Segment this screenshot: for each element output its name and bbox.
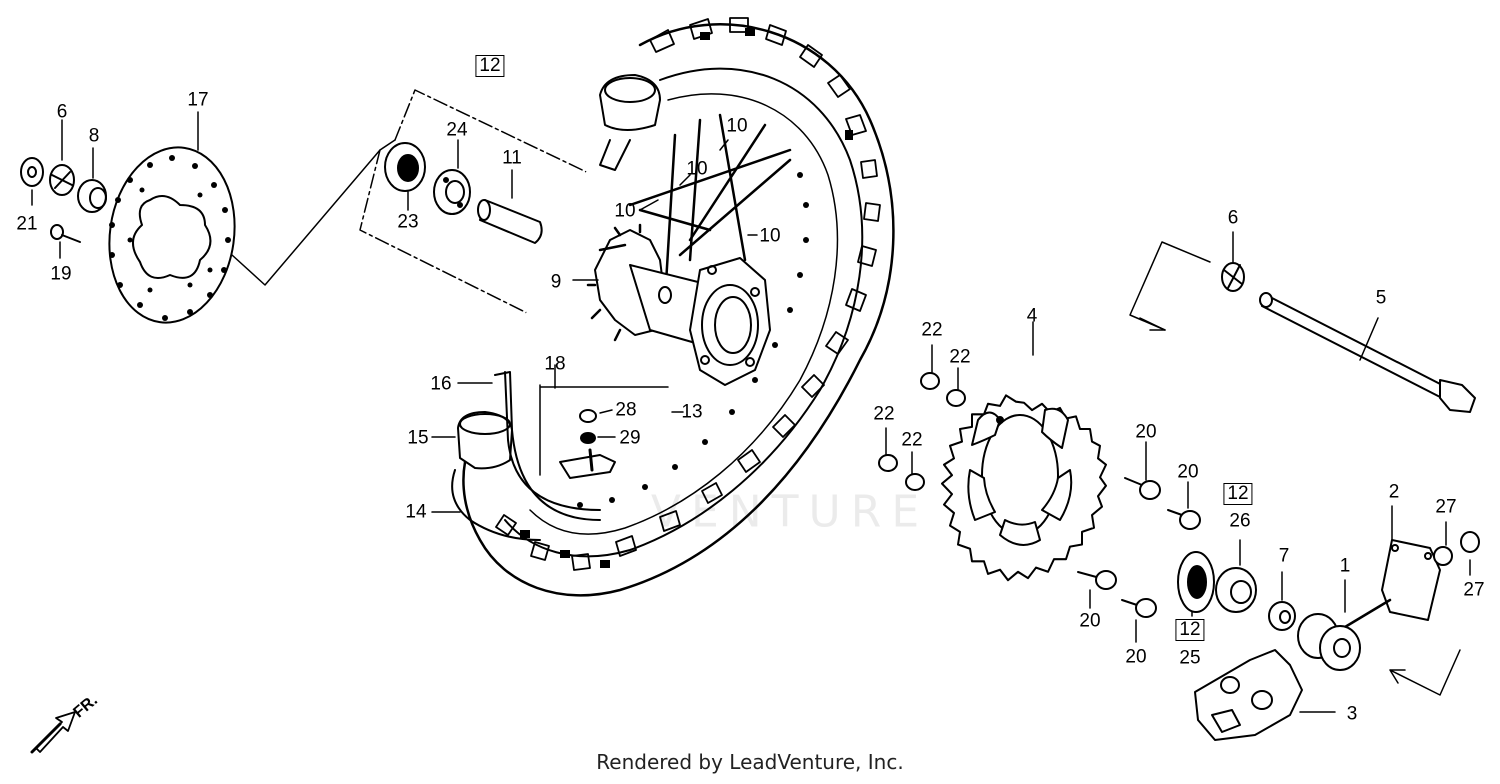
tube-valve-15 bbox=[457, 411, 513, 470]
nut-21 bbox=[20, 157, 44, 187]
callout-9: 9 bbox=[550, 271, 562, 293]
callout-8: 8 bbox=[88, 125, 100, 147]
callout-10-c: 10 bbox=[614, 200, 636, 222]
callout-20-d: 20 bbox=[1125, 646, 1147, 668]
chain-puller-plate bbox=[1194, 649, 1303, 741]
callout-7: 7 bbox=[1278, 545, 1290, 567]
tube-top bbox=[599, 74, 661, 171]
collar-8 bbox=[77, 179, 107, 213]
bearing-24 bbox=[433, 169, 471, 215]
callout-6-axle: 6 bbox=[1227, 207, 1239, 229]
callout-22-d: 22 bbox=[901, 429, 923, 451]
callout-5: 5 bbox=[1375, 287, 1387, 309]
rim-band-14 bbox=[451, 469, 541, 541]
callout-17: 17 bbox=[187, 89, 209, 111]
valve-stem-16 bbox=[494, 371, 601, 521]
callout-27-a: 27 bbox=[1435, 496, 1457, 518]
callout-6: 6 bbox=[56, 101, 68, 123]
front-direction-arrow bbox=[30, 711, 76, 754]
nut-27 bbox=[1433, 531, 1480, 566]
brake-disc bbox=[108, 146, 236, 324]
chain-adjuster bbox=[1297, 539, 1441, 671]
callout-10-d: 10 bbox=[759, 225, 781, 247]
callout-29: 29 bbox=[619, 427, 641, 449]
footer-credit: Rendered by LeadVenture, Inc. bbox=[596, 750, 904, 774]
bearing-23 bbox=[384, 142, 426, 192]
callout-10-b: 10 bbox=[686, 158, 708, 180]
callout-11: 11 bbox=[502, 147, 522, 169]
watermark: VENTURE bbox=[650, 486, 930, 538]
callout-22-b: 22 bbox=[949, 346, 971, 368]
callout-19: 19 bbox=[50, 263, 72, 285]
collar-26 bbox=[1215, 567, 1257, 613]
callout-21: 21 bbox=[16, 213, 38, 235]
bolt-20 bbox=[1077, 477, 1201, 618]
callout-4: 4 bbox=[1026, 305, 1038, 327]
distance-collar-11 bbox=[477, 199, 543, 244]
rear-hub bbox=[586, 223, 771, 386]
callout-20-a: 20 bbox=[1135, 421, 1157, 443]
callout-10-a: 10 bbox=[726, 115, 748, 137]
callout-20-c: 20 bbox=[1079, 610, 1101, 632]
callout-12-boxed: 12 bbox=[475, 55, 505, 77]
axle-5 bbox=[1259, 292, 1476, 413]
callout-14: 14 bbox=[405, 501, 427, 523]
callout-28: 28 bbox=[615, 399, 637, 421]
callout-3: 3 bbox=[1346, 703, 1358, 725]
callout-13: 13 bbox=[681, 401, 703, 423]
callout-26: 26 bbox=[1229, 510, 1251, 532]
sprocket bbox=[941, 394, 1107, 582]
lock-nut-6b bbox=[1221, 262, 1245, 292]
callout-15: 15 bbox=[407, 427, 429, 449]
bearing-25 bbox=[1177, 551, 1215, 613]
rim-lock-18 bbox=[559, 409, 616, 479]
callout-22-c: 22 bbox=[873, 403, 895, 425]
callout-1: 1 bbox=[1339, 555, 1351, 577]
callout-23: 23 bbox=[397, 211, 419, 233]
washer-7 bbox=[1268, 601, 1296, 631]
callout-2: 2 bbox=[1388, 481, 1400, 503]
callout-12-boxed-c: 12 bbox=[1175, 619, 1205, 641]
bolt-19 bbox=[50, 224, 81, 243]
nut-22 bbox=[878, 372, 966, 491]
callout-27-b: 27 bbox=[1463, 579, 1485, 601]
callout-22-a: 22 bbox=[921, 319, 943, 341]
callout-20-b: 20 bbox=[1177, 461, 1199, 483]
callout-16: 16 bbox=[430, 373, 452, 395]
callout-25: 25 bbox=[1179, 647, 1201, 669]
lock-nut-6 bbox=[49, 164, 75, 196]
callout-24: 24 bbox=[446, 119, 468, 141]
callout-18: 18 bbox=[544, 353, 566, 375]
callout-12-boxed-b: 12 bbox=[1223, 483, 1253, 505]
